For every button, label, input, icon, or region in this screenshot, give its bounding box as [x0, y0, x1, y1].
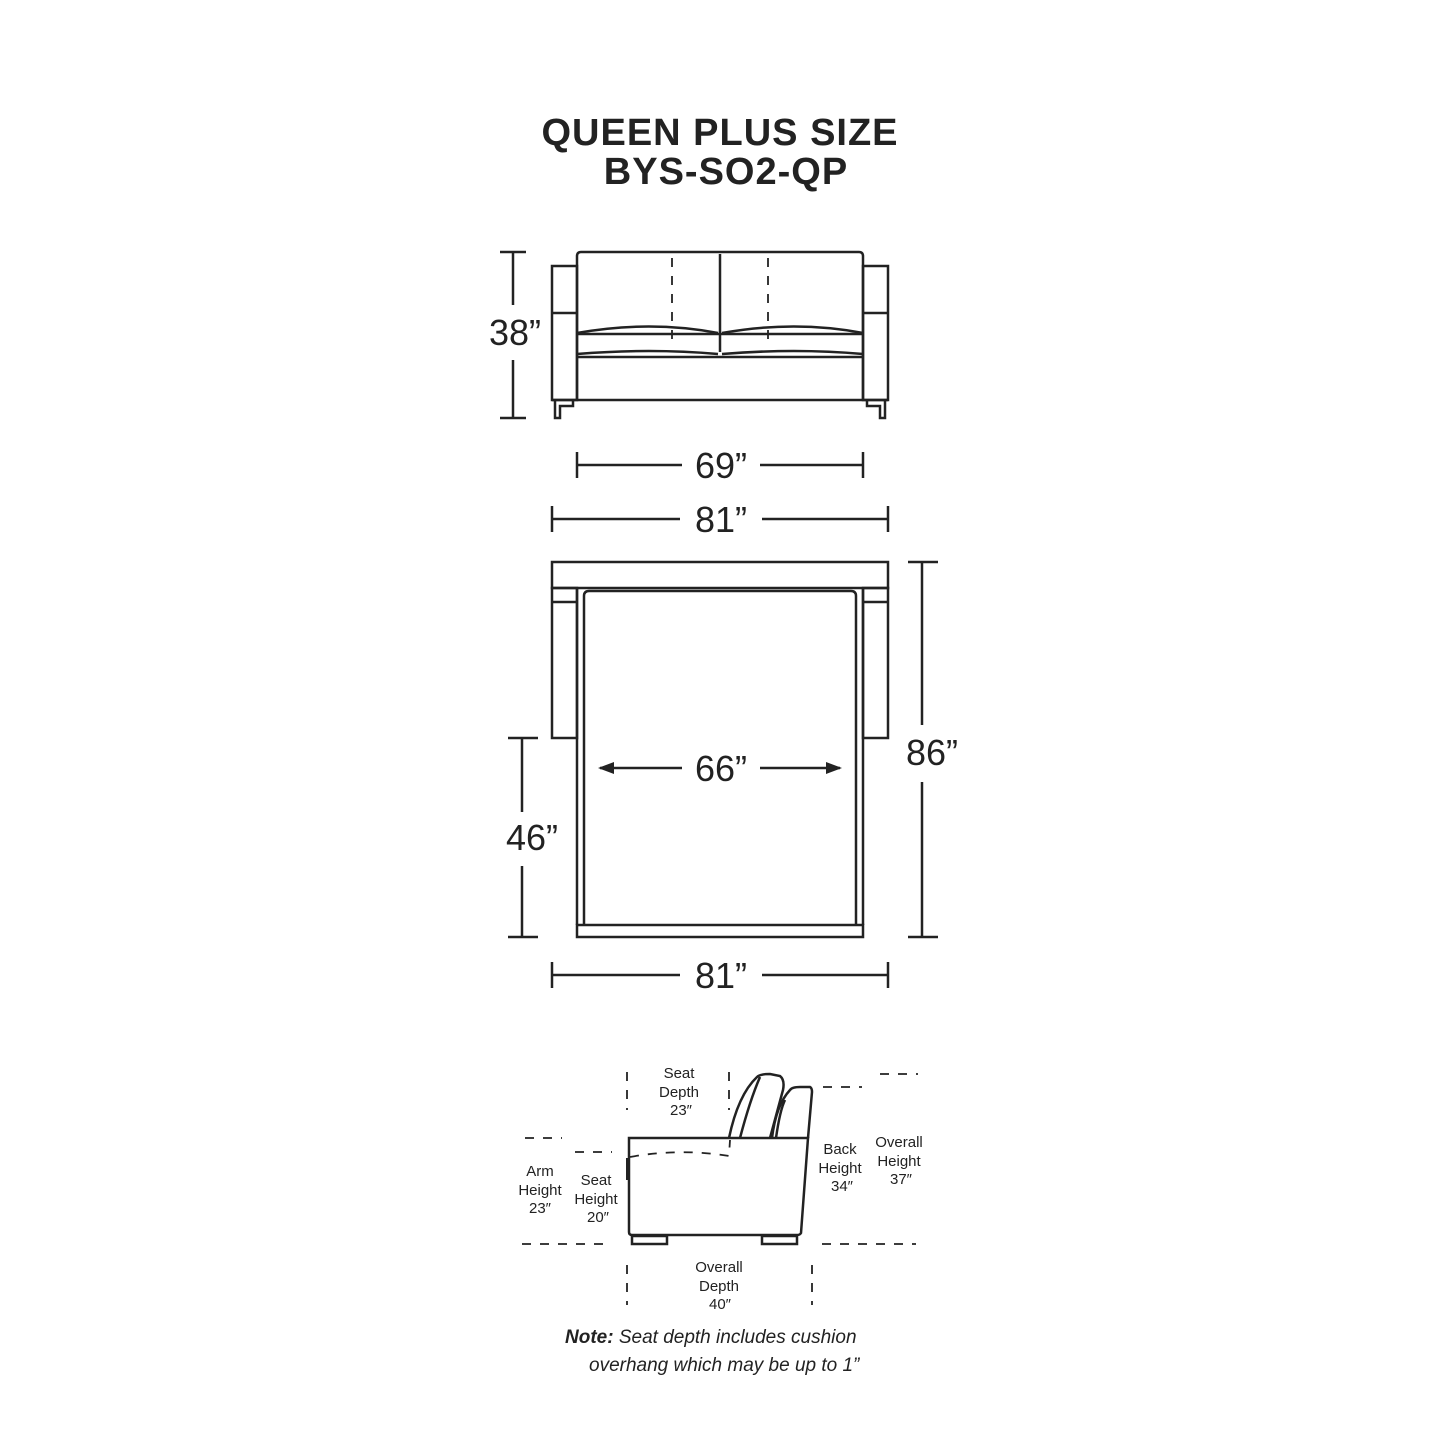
label-arm-height: Arm Height 23″ — [518, 1163, 562, 1217]
svg-text:Height: Height — [877, 1153, 921, 1170]
svg-text:46”: 46” — [506, 817, 558, 858]
svg-text:81”: 81” — [695, 955, 747, 996]
dimension-width-81-top: 81” — [550, 499, 890, 540]
dimension-width-69: 69” — [575, 445, 865, 486]
dimension-width-81-bottom: 81” — [550, 955, 890, 996]
title-line1: QUEEN PLUS SIZE — [541, 112, 898, 154]
svg-text:Depth: Depth — [659, 1084, 699, 1101]
note-line1: Note: Seat depth includes cushion — [565, 1327, 857, 1348]
svg-text:Depth: Depth — [699, 1278, 739, 1295]
label-seat-height: Seat Height 20″ — [574, 1172, 618, 1226]
label-seat-depth: Seat Depth 23″ — [659, 1065, 699, 1119]
front-view-sofa — [550, 250, 890, 420]
svg-text:Overall: Overall — [875, 1134, 923, 1151]
dimension-height-38: 38” — [489, 250, 541, 420]
svg-text:81”: 81” — [695, 499, 747, 540]
label-overall-depth: Overall Depth 40″ — [695, 1259, 743, 1313]
label-overall-height: Overall Height 37″ — [875, 1134, 923, 1188]
svg-text:23″: 23″ — [670, 1102, 693, 1119]
svg-text:Height: Height — [574, 1191, 618, 1208]
svg-text:Height: Height — [518, 1182, 562, 1199]
svg-text:Overall: Overall — [695, 1259, 743, 1276]
svg-text:Seat: Seat — [664, 1065, 696, 1082]
dimension-length-86: 86” — [906, 560, 958, 939]
svg-text:Arm: Arm — [526, 1163, 554, 1180]
svg-text:40″: 40″ — [709, 1296, 732, 1313]
label-back-height: Back Height 34″ — [818, 1141, 862, 1195]
svg-text:69”: 69” — [695, 445, 747, 486]
svg-text:23″: 23″ — [529, 1200, 552, 1217]
svg-text:Back: Back — [823, 1141, 857, 1158]
note-line2: overhang which may be up to 1” — [589, 1355, 861, 1376]
dimension-extension-46: 46” — [506, 736, 558, 939]
dimension-mattress-66: 66” — [598, 748, 842, 789]
svg-text:34″: 34″ — [831, 1178, 854, 1195]
svg-text:Seat: Seat — [581, 1172, 613, 1189]
side-view-sofa — [522, 1072, 918, 1305]
svg-text:37″: 37″ — [890, 1171, 913, 1188]
svg-text:Height: Height — [818, 1160, 862, 1177]
svg-text:66”: 66” — [695, 748, 747, 789]
svg-text:86”: 86” — [906, 732, 958, 773]
title-line2: BYS-SO2-QP — [604, 151, 848, 193]
svg-text:38”: 38” — [489, 312, 541, 353]
svg-text:20″: 20″ — [587, 1209, 610, 1226]
plan-view-sleeper — [550, 560, 890, 939]
